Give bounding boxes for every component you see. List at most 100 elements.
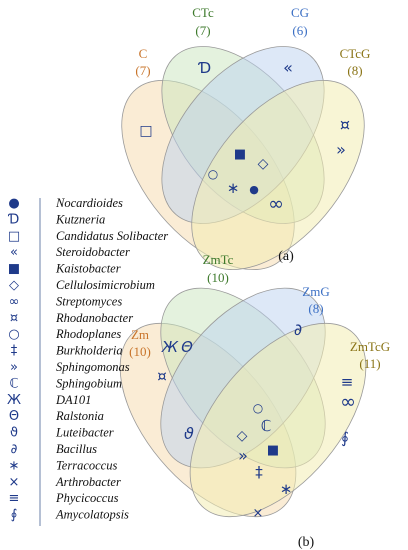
b-symbol-kaistobacter: ■	[267, 443, 279, 458]
legend-symbol: Ж	[7, 393, 21, 408]
a-symbol-rhodoplanes: ○	[208, 167, 218, 181]
set-a4-label: CTcG	[340, 46, 371, 61]
venn-diagram-a: C (7) CTc (7) CG (6) CTcG (8) Ɗ « □ ¤ » …	[121, 5, 371, 271]
set-a3-count: (6)	[292, 23, 307, 38]
b-symbol-streptomyces: ∞	[340, 391, 356, 413]
legend-row: ×Arthrobacter	[9, 475, 121, 490]
legend-row: ϑ Luteibacter	[10, 426, 114, 441]
b-symbol-cellulosimicrobium: ◇	[237, 428, 248, 444]
a-symbol-candidatus-solibacter: □	[139, 123, 152, 139]
legend-symbol: ¤	[10, 311, 18, 326]
legend-row: ● Nocardioides	[8, 196, 123, 211]
set-b3-count: (8)	[308, 301, 323, 316]
a-symbol-kutzneria: Ɗ	[198, 59, 211, 77]
b-symbol-bacillus: ∂	[294, 320, 302, 339]
legend-genus-label: Luteibacter	[55, 426, 114, 440]
set-b3-label: ZmG	[302, 284, 329, 299]
legend-genus-label: Bacillus	[56, 442, 97, 456]
legend-symbol: ‡	[11, 344, 18, 359]
legend-symbol: ≡	[9, 491, 20, 506]
a-symbol-sphingomonas: »	[336, 140, 346, 159]
set-b2-count: (10)	[207, 270, 229, 285]
b-symbol-phycicoccus: ≡	[341, 373, 354, 391]
legend-symbol: ◇	[9, 278, 19, 293]
legend-row: Ж DA101	[7, 393, 91, 408]
venn-a-ellipses	[121, 46, 365, 271]
venn-diagram-b: Zm (10) ZmTc (10) ZmG (8) ZmTcG (11) Ж Θ…	[119, 252, 390, 550]
legend-row: ○ Rhodoplanes	[8, 327, 121, 342]
b-symbol-sphingomonas: »	[238, 446, 248, 465]
legend-symbol: Θ	[9, 409, 19, 424]
legend-genus-label: Cellulosimicrobium	[56, 278, 155, 292]
legend-genus-label: Streptomyces	[56, 294, 122, 308]
caption-a: (a)	[278, 249, 294, 264]
b-symbol-sphingobium: ℂ	[261, 417, 271, 435]
legend-genus-label: DA101	[55, 393, 91, 407]
a-symbol-kaistobacter: ■	[234, 147, 246, 162]
set-ctcg-ellipse	[191, 79, 365, 271]
b-symbol-arthrobacter: ×	[253, 506, 264, 521]
set-a1-count: (7)	[135, 63, 150, 78]
b-symbol-burkholderia: ‡	[255, 463, 263, 481]
legend-genus-label: Nocardioides	[55, 196, 123, 210]
b-symbol-rhodoplanes: ○	[253, 401, 263, 415]
legend-row: ¤ Rhodanobacter	[10, 311, 133, 326]
legend-row: « Steroidobacter	[10, 245, 130, 260]
a-symbol-cellulosimicrobium: ◇	[258, 156, 269, 172]
legend-row: ∮ Amycolatopsis	[11, 508, 129, 523]
legend-symbol: ∗	[9, 458, 20, 473]
b-symbol-ralstonia: Θ	[181, 338, 193, 356]
legend-symbol: »	[10, 360, 18, 375]
legend-row: ≡ Phycicoccus	[9, 491, 119, 506]
venn-b-ellipses	[119, 287, 367, 518]
legend-symbol: ○	[8, 327, 19, 342]
set-a4-count: (8)	[347, 63, 362, 78]
legend-genus-label: Phycicoccus	[55, 491, 119, 505]
legend-genus-label: Ralstonia	[55, 409, 104, 423]
set-a3-label: CG	[291, 5, 309, 20]
b-symbol-rhodanobacter: ¤	[157, 367, 167, 385]
legend-symbol: ϑ	[10, 426, 18, 441]
legend-genus-label: Candidatus Solibacter	[56, 229, 168, 243]
legend-genus-label: Terracoccus	[56, 458, 117, 472]
legend-symbol: ∮	[11, 508, 18, 523]
legend-row: ∞ Streptomyces	[9, 294, 123, 309]
legend-genus-label: Kutzneria	[55, 212, 105, 226]
b-symbol-amycolatopsis: ∮	[341, 429, 349, 447]
set-a2-count: (7)	[195, 23, 210, 38]
legend-symbol: ■	[8, 262, 20, 277]
set-b1-count: (10)	[129, 344, 151, 359]
legend-genus-label: Sphingomonas	[56, 360, 130, 374]
legend-symbol: ×	[9, 475, 20, 490]
set-b4-count: (11)	[359, 356, 380, 371]
a-symbol-terracoccus: ∗	[227, 179, 240, 197]
legend-genus-label: Rhodanobacter	[55, 311, 133, 325]
b-symbol-luteibacter: ϑ	[184, 424, 194, 443]
legend-row: ∗ Terracoccus	[9, 458, 118, 473]
set-b2-label: ZmTc	[203, 252, 234, 267]
legend-genus-label: Steroidobacter	[56, 245, 130, 259]
legend-genus-label: Rhodoplanes	[55, 327, 121, 341]
b-symbol-da101: Ж	[161, 338, 179, 356]
legend-row: ‡ Burkholderia	[11, 344, 123, 359]
legend-genus-label: Amycolatopsis	[55, 508, 129, 522]
legend-symbol: ●	[8, 196, 19, 211]
legend-row: □ Candidatus Solibacter	[8, 229, 168, 244]
b-symbol-terracoccus: ∗	[280, 480, 293, 498]
legend-symbol: ∞	[9, 294, 20, 309]
legend-row: » Sphingomonas	[10, 360, 130, 375]
legend-row: ◇ Cellulosimicrobium	[9, 278, 155, 293]
legend-symbol: «	[10, 245, 18, 260]
legend-genus-label: Burkholderia	[56, 344, 123, 358]
set-a2-label: CTc	[192, 5, 214, 20]
legend-genus-label: Kaistobacter	[55, 262, 121, 276]
a-symbol-steroidobacter: «	[283, 58, 293, 77]
a-symbol-nocardioides: ●	[249, 183, 259, 196]
legend-row: ■ Kaistobacter	[8, 262, 121, 277]
legend-symbol: □	[8, 229, 20, 244]
